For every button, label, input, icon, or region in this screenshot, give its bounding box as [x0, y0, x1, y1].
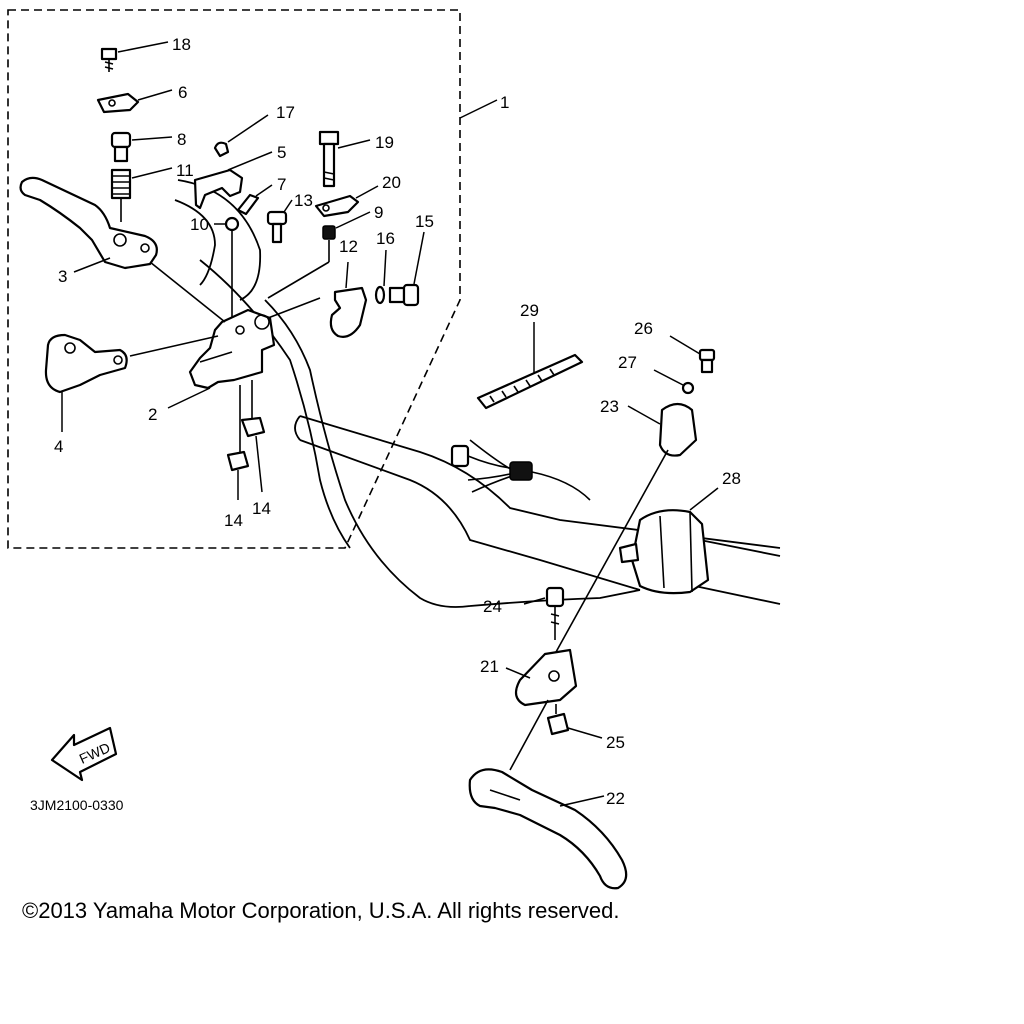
part-20-bracket [314, 185, 379, 218]
copyright-notice: ©2013 Yamaha Motor Corporation, U.S.A. A… [22, 898, 620, 923]
part-2-master-cylinder [129, 261, 321, 409]
callout-label: 10 [190, 215, 209, 234]
part-13-screw [266, 199, 293, 244]
callout-label: 29 [520, 301, 539, 320]
part-7-pin [236, 184, 273, 216]
part-21-lever-bracket [505, 648, 578, 707]
drawing-code: 3JM2100-0330 [30, 797, 124, 813]
callout-label: 2 [148, 405, 157, 424]
callout-label: 6 [178, 83, 187, 102]
callout-label: 27 [618, 353, 637, 372]
callout-label: 25 [606, 733, 625, 752]
part-9-nut [267, 211, 371, 299]
part-18-screw [100, 41, 169, 72]
part-27-washer [653, 369, 695, 395]
callout-label: 16 [376, 229, 395, 248]
part-24-bolt [523, 586, 565, 640]
wire-harness [450, 439, 591, 501]
part-10-nut [214, 216, 240, 320]
callout-label: 11 [176, 161, 194, 180]
callout-label: 14 [224, 511, 243, 530]
callout-label: 3 [58, 267, 67, 286]
callout-label: 8 [177, 130, 186, 149]
callout-label: 22 [606, 789, 625, 808]
part-26-screw [669, 335, 716, 374]
part-22-lever [468, 768, 628, 890]
part-28-switch [618, 487, 719, 595]
handlebar [174, 179, 781, 608]
fwd-arrow-icon: FWD [50, 726, 118, 782]
part-17-clip [213, 114, 269, 158]
callout-label: 13 [294, 191, 313, 210]
assembly-boundary [7, 9, 461, 549]
part-6-plate [96, 89, 173, 114]
part-14-nuts [226, 380, 266, 500]
callout-label: 14 [252, 499, 271, 518]
callout-label: 23 [600, 397, 619, 416]
callout-label: 15 [415, 212, 434, 231]
part-4-lever-holder [44, 333, 128, 432]
callout-label: 5 [277, 143, 286, 162]
part-3-lever [19, 176, 158, 273]
callout-label: 17 [276, 103, 295, 122]
callout-label: 26 [634, 319, 653, 338]
part-11-spring [110, 167, 173, 222]
callout-label: 1 [500, 93, 509, 112]
part-25-nut [509, 699, 603, 771]
callout-label: 9 [374, 203, 383, 222]
callout-label: 4 [54, 437, 63, 456]
part-23-holder [555, 402, 698, 653]
callout-label: 24 [483, 597, 502, 616]
callout-label: 21 [480, 657, 499, 676]
part-12-clamp [329, 261, 368, 338]
part-19-bolt [318, 130, 371, 188]
callout-label: 12 [339, 237, 358, 256]
callout-label: 20 [382, 173, 401, 192]
callout-label: 18 [172, 35, 191, 54]
part-5-bracket [193, 151, 273, 210]
part-15-bolt [388, 231, 425, 307]
part-29-strap [476, 322, 584, 410]
callout-label: 7 [277, 175, 286, 194]
callout-labels: 1 2 3 4 5 6 7 8 9 10 11 12 13 14 14 15 1… [54, 35, 741, 808]
callout-label: 28 [722, 469, 741, 488]
part-8-adjuster [110, 131, 173, 163]
callout-label: 19 [375, 133, 394, 152]
part-16-washer [374, 249, 387, 305]
leader-1 [459, 99, 498, 119]
